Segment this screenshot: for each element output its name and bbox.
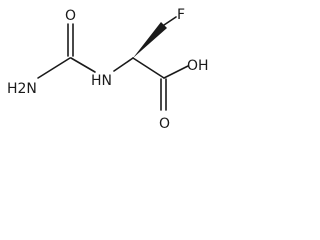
svg-text:OH: OH — [187, 58, 209, 74]
atom-fluorine: F — [177, 7, 185, 23]
svg-text:H2N: H2N — [7, 81, 37, 97]
atom-amine: H2N — [7, 81, 37, 97]
bond-stereo-wedge — [133, 22, 167, 58]
svg-text:HN: HN — [91, 73, 112, 89]
bond-amide-n-to-alpha-c — [113, 57, 134, 72]
atom-carboxyl-oxygen: O — [159, 116, 170, 132]
bond-carboxyl-c-to-oh — [163, 65, 189, 79]
bond-urea-c-to-amide-n — [70, 57, 96, 73]
bond-ch2-to-fluorine — [163, 16, 177, 26]
atom-hydroxyl: OH — [187, 58, 209, 74]
molecule-structure: H2N O HN F OH O — [7, 7, 209, 132]
svg-text:F: F — [177, 7, 185, 23]
svg-text:O: O — [159, 116, 170, 132]
svg-text:O: O — [65, 8, 76, 24]
bond-urea-c-to-amine — [37, 57, 71, 79]
atom-urea-oxygen: O — [65, 8, 76, 24]
atom-amide-nitrogen: HN — [91, 73, 112, 89]
bond-alpha-c-to-carboxyl-c — [132, 57, 165, 79]
